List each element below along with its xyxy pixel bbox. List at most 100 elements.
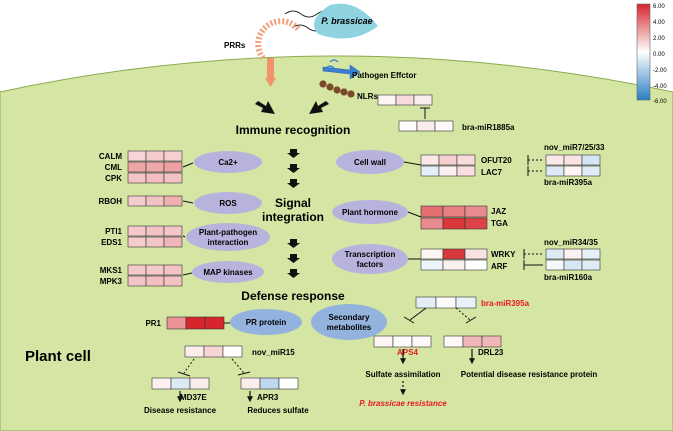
heatmap-nov-mir7 <box>545 154 601 166</box>
mirna-nov-mir34: nov_miR34/35 <box>544 238 598 247</box>
heatmap-apr3 <box>240 377 299 390</box>
module-cell-wall-label: Cell wall <box>354 158 386 167</box>
heatmap-nov-mir34 <box>545 248 601 260</box>
heatmap-cell <box>420 217 444 230</box>
gene-mpk3: MPK3 <box>100 277 123 286</box>
heatmap-cell <box>563 248 583 260</box>
heatmap-pr1 <box>166 316 225 330</box>
heatmap-cell <box>438 165 458 177</box>
heatmap-cell <box>398 120 418 132</box>
heatmap-bra-mir160a <box>545 259 601 271</box>
module-pr-label: PR protein <box>246 318 287 327</box>
module-plant-hormone <box>332 200 408 224</box>
heatmap-cell <box>411 335 432 348</box>
stage-immune-recognition: Immune recognition <box>236 123 351 137</box>
flow-arrows-upper <box>287 149 300 188</box>
mirna-nov-mir7: nov_miR7/25/33 <box>544 143 605 152</box>
heatmap-cell <box>413 94 433 106</box>
nlrs-label: NLRs <box>357 92 378 101</box>
heatmap-cell <box>464 248 488 260</box>
effector-label: Pathogen Effctor <box>352 71 416 80</box>
right-connectors <box>403 161 422 260</box>
outcome-arrows <box>400 349 475 396</box>
gene-arf: ARF <box>491 262 508 271</box>
heatmap-cell <box>416 120 436 132</box>
module-ros-label: ROS <box>219 199 237 208</box>
heatmap-cell <box>442 217 466 230</box>
module-pr-protein <box>230 309 302 335</box>
legend-gradient-bar <box>636 3 651 101</box>
outcome-potential-resistance: Potential disease resistance protein <box>461 370 598 379</box>
heatmap-cell <box>464 205 488 218</box>
heatmap-cell <box>222 345 243 358</box>
module-ca2plus <box>194 151 262 173</box>
branch-nov15 <box>177 358 251 377</box>
heatmap-cell <box>373 335 394 348</box>
heatmap-mpk3 <box>127 275 183 287</box>
outcome-pb-resistance: P. brassicae resistance <box>359 399 447 408</box>
pathogen-name: P. brassicae <box>321 16 372 26</box>
heatmap-nov-mir15 <box>184 345 243 358</box>
heatmap-cell <box>442 248 466 260</box>
module-tf-label-2: factors <box>357 260 384 269</box>
heatmap-cell <box>581 248 601 260</box>
heatmap-cell <box>481 335 502 348</box>
heatmap-cell <box>442 205 466 218</box>
gene-md37e: MD37E <box>180 393 207 402</box>
heatmap-cell <box>395 94 415 106</box>
gene-eds1: EDS1 <box>101 238 122 247</box>
module-plant-hormone-label: Plant hormone <box>342 208 399 217</box>
heatmap-cell <box>163 225 183 237</box>
mirna-inhibit-tf <box>523 249 543 270</box>
heatmap-cell <box>563 154 583 166</box>
heatmap-cell <box>151 377 172 390</box>
heatmap-cell <box>163 264 183 276</box>
legend-tick-1: 4.00 <box>653 20 665 26</box>
mirna-inhibit-cellwall <box>527 155 543 176</box>
heatmap-cell <box>145 195 165 207</box>
heatmap-cell <box>415 296 437 309</box>
heatmap-cell <box>127 264 147 276</box>
heatmap-cell <box>145 264 165 276</box>
stage-signal-2: integration <box>262 210 324 224</box>
heatmap-cell <box>443 335 464 348</box>
module-tf-label-1: Transcription <box>345 250 396 259</box>
heatmap-cell <box>563 165 583 177</box>
left-connectors <box>182 162 194 276</box>
heatmap-cell <box>581 154 601 166</box>
module-ca2plus-label: Ca2+ <box>218 158 238 167</box>
heatmap-cell <box>184 345 205 358</box>
gene-pti1: PTI1 <box>105 227 122 236</box>
heatmap-bra-mir1885a <box>398 120 454 132</box>
heatmap-cell <box>455 296 477 309</box>
heatmap-cell <box>127 172 147 184</box>
heatmap-cell <box>145 150 165 162</box>
heatmap-cell <box>420 154 440 166</box>
module-sec-label-2: metabolites <box>327 323 372 332</box>
heatmap-cell <box>145 225 165 237</box>
heatmap-cpk <box>127 172 183 184</box>
outcome-reduces-sulfate: Reduces sulfate <box>247 406 309 415</box>
heatmap-bra-mir395a-top <box>545 165 601 177</box>
heatmap-cell <box>189 377 210 390</box>
heatmap-arf <box>420 259 488 271</box>
gene-pr1: PR1 <box>145 319 161 328</box>
heatmap-cell <box>545 259 565 271</box>
gene-apr3: APR3 <box>257 393 279 402</box>
stage-defense-response: Defense response <box>241 289 345 303</box>
heatmap-cell <box>163 161 183 173</box>
legend-tick-3: 0.00 <box>653 52 665 58</box>
heatmap-cell <box>581 259 601 271</box>
module-transcription-factors <box>332 244 408 274</box>
heatmap-cell <box>163 275 183 287</box>
arrow-prr-down <box>255 101 275 114</box>
heatmap-cell <box>170 377 191 390</box>
gene-cpk: CPK <box>105 174 122 183</box>
heatmap-cell <box>464 259 488 271</box>
heatmap-cell <box>185 316 206 330</box>
heatmap-cell <box>420 165 440 177</box>
heatmap-cell <box>420 248 444 260</box>
pathogen-cell: P. brassicae <box>284 3 378 39</box>
heatmap-cell <box>420 259 444 271</box>
gene-lac7: LAC7 <box>481 168 502 177</box>
